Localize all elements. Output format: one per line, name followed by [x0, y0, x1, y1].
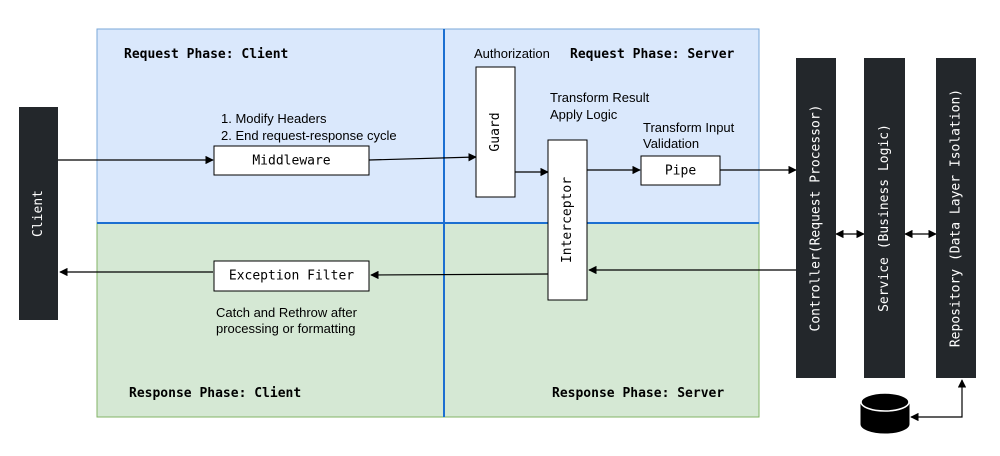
filter-note-2: processing or formatting — [216, 321, 355, 336]
middleware-note-2: 2. End request-response cycle — [221, 128, 397, 143]
repository-label: Repository (Data Layer Isolation) — [949, 89, 964, 347]
pipe-note-2: Validation — [643, 136, 699, 151]
request-phase-region — [96, 28, 760, 224]
controller-box — [796, 58, 836, 378]
arrow-middleware-to-guard — [368, 153, 477, 162]
client-label: Client — [31, 190, 46, 237]
response-phase-client-title: Response Phase: Client — [129, 386, 301, 401]
interceptor-label: Interceptor — [560, 177, 575, 263]
interceptor-note-2: Apply Logic — [550, 107, 618, 122]
middleware-note-1: 1. Modify Headers — [221, 111, 327, 126]
client-box — [19, 107, 58, 320]
pipe-box — [640, 155, 721, 186]
guard-box — [475, 66, 516, 198]
service-label: Service (Business Logic) — [877, 124, 892, 312]
repository-box — [936, 58, 976, 378]
exception-filter-box — [213, 260, 370, 292]
response-phase-server-title: Response Phase: Server — [552, 386, 724, 401]
arrow-interceptor-to-filter — [370, 270, 549, 280]
middleware-label: Middleware — [252, 154, 330, 169]
guard-label: Guard — [488, 112, 503, 151]
middleware-box — [213, 145, 370, 176]
interceptor-note-1: Transform Result — [550, 90, 650, 105]
request-phase-server-title: Request Phase: Server — [570, 47, 735, 62]
response-phase-region — [96, 222, 760, 418]
request-phase-client-title: Request Phase: Client — [124, 47, 288, 62]
controller-label: Controller(Request Processor) — [809, 105, 824, 332]
filter-note-1: Catch and Rethrow after — [216, 305, 358, 320]
interceptor-box — [547, 139, 588, 301]
arrow-database-repository — [910, 379, 967, 422]
pipe-note-1: Transform Input — [643, 120, 735, 135]
guard-note: Authorization — [474, 46, 550, 61]
database-icon — [860, 392, 910, 434]
exception-filter-label: Exception Filter — [229, 269, 354, 284]
pipe-label: Pipe — [665, 164, 696, 179]
service-box — [864, 58, 905, 378]
